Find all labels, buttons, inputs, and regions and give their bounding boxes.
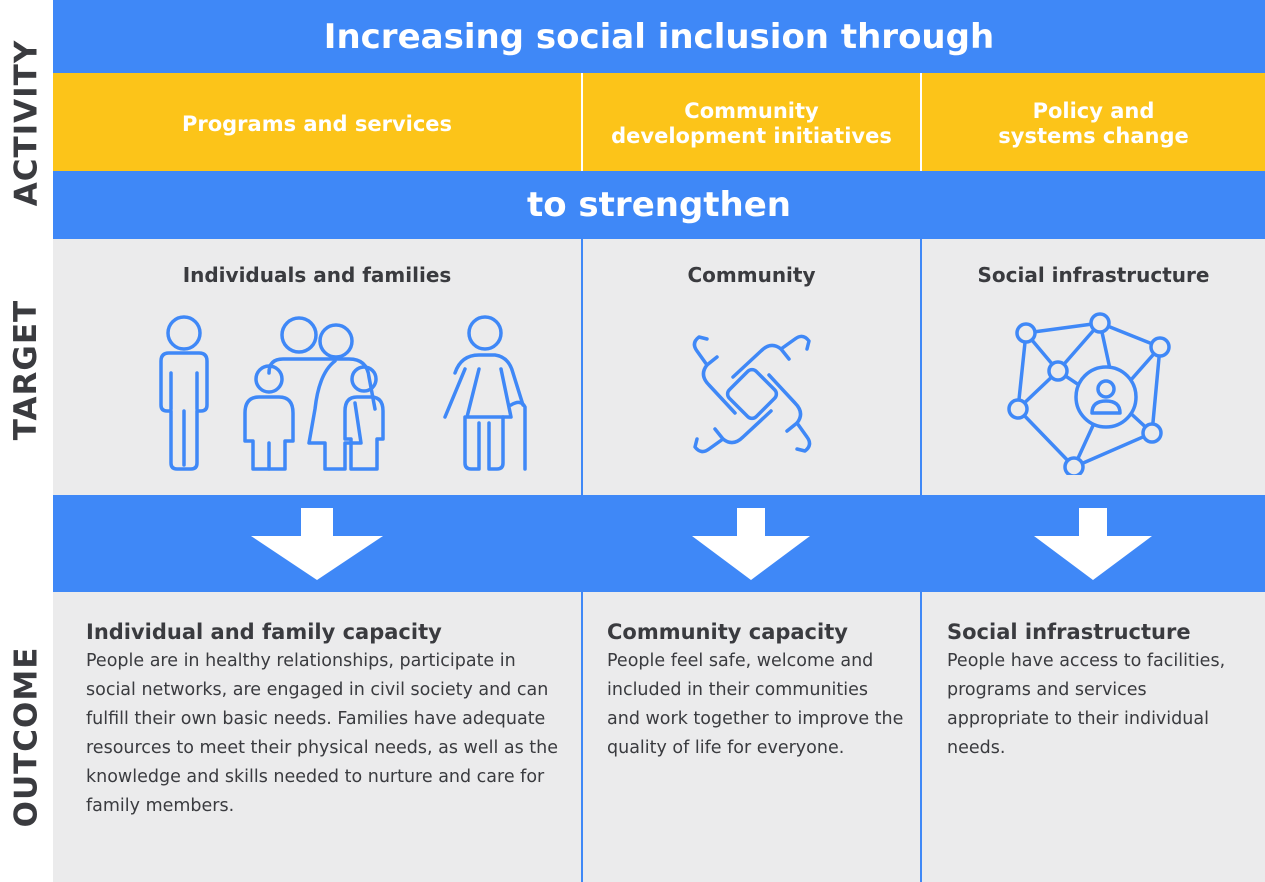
network-person-icon	[1007, 312, 1171, 475]
target-label: Individuals and families	[182, 263, 452, 287]
connector-banner: to strengthen	[53, 171, 1265, 239]
outcome-community: Community capacity People feel safe, wel…	[581, 592, 920, 882]
outcome-row: Individual and family capacity People ar…	[53, 592, 1265, 882]
outcome-social-infrastructure: Social infrastructure People have access…	[920, 592, 1265, 882]
side-label-target: TARGET	[8, 299, 45, 441]
down-arrow-icon	[1033, 508, 1152, 580]
target-social-infrastructure: Social infrastructure	[920, 239, 1265, 495]
side-label-outcome: OUTCOME	[8, 646, 45, 828]
side-label-activity: ACTIVITY	[8, 39, 45, 206]
diagram-title: Increasing social inclusion through	[53, 0, 1265, 73]
arrow-row	[53, 495, 1265, 592]
activity-programs-services: Programs and services	[181, 111, 453, 136]
target-label: Social infrastructure	[977, 263, 1210, 287]
outcome-description: People have access to facilities, progra…	[947, 651, 1226, 758]
target-individuals-families: Individuals and families	[53, 239, 581, 495]
target-community: Community	[581, 239, 920, 495]
down-arrow-icon	[251, 508, 383, 580]
down-arrow-icon	[691, 508, 810, 580]
outcome-individual-family: Individual and family capacity People ar…	[53, 592, 581, 882]
target-label: Community	[687, 263, 816, 287]
outcome-description: People feel safe, welcome and included i…	[607, 651, 904, 758]
target-row: Individuals and families	[53, 239, 1265, 495]
joined-hands-icon	[692, 334, 812, 454]
outcome-heading: Social infrastructure	[947, 620, 1191, 644]
outcome-heading: Individual and family capacity	[86, 620, 442, 644]
outcome-heading: Community capacity	[607, 620, 848, 644]
family-icon	[159, 315, 527, 471]
outcome-description: People are in healthy relationships, par…	[86, 651, 559, 816]
